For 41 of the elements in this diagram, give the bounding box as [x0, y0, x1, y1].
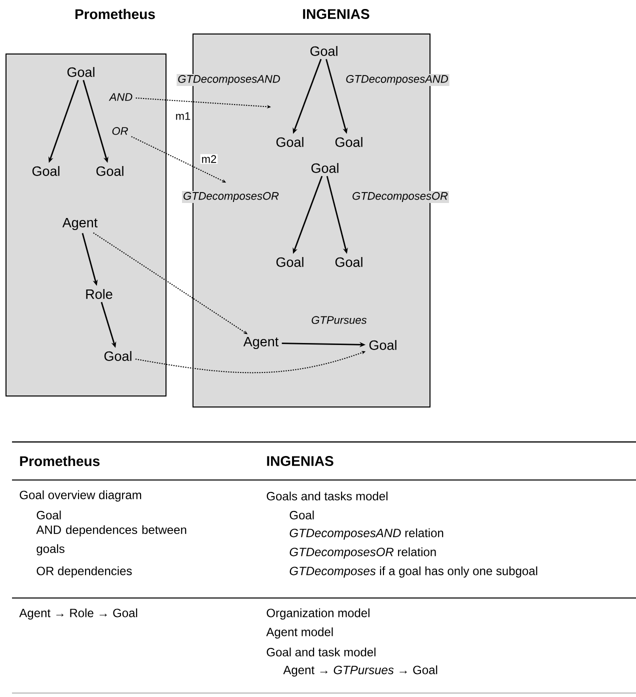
element-label: Role [86, 289, 112, 299]
element-label: Goal [96, 166, 124, 176]
edge-label: GTDecomposesOR [351, 191, 449, 203]
table-text: Goal [36, 510, 61, 520]
panel-title: Prometheus [75, 8, 155, 20]
edge-label: GTDecomposesAND [344, 74, 450, 86]
column-header: INGENIAS [267, 456, 334, 466]
table-text: Goals and tasks model [266, 492, 388, 500]
element-label: Goal [32, 166, 60, 176]
edge-label: m2 [200, 154, 218, 164]
edge-label: m1 [174, 111, 192, 121]
table-text: GTDecomposesOR relation [290, 547, 436, 559]
element-label: Goal [369, 340, 396, 350]
table-text: Agent model [266, 627, 333, 639]
element-label: Agent [243, 336, 279, 350]
table-text: AND dependences between goals [36, 525, 186, 556]
element-label: Goal [104, 351, 132, 361]
element-label: Goal [67, 67, 94, 77]
element-label: Agent [62, 218, 98, 230]
panel-title: INGENIAS [303, 9, 370, 19]
element-label: Goal [276, 257, 304, 267]
table-text: Agent → Role → Goal [19, 608, 138, 620]
element-label: Goal [335, 137, 362, 147]
element-label: AND [108, 93, 132, 101]
element-label: Goal [335, 257, 362, 267]
column-header: Prometheus [20, 456, 100, 466]
element-label: Goal [276, 137, 304, 147]
table-text: GTDecomposes if a goal has only one subgoal [290, 566, 538, 578]
table-text: Goal and task model [266, 648, 376, 656]
table-text: Goal [290, 510, 314, 520]
table-text: Agent → GTPursues → Goal [283, 665, 438, 677]
table-text: OR dependencies [36, 566, 132, 578]
element-label: OR [112, 127, 128, 135]
table-text: Organization model [266, 608, 370, 620]
edge-label: GTDecomposesAND [176, 74, 282, 86]
element-label: Goal [311, 163, 338, 173]
table-text: GTDecomposesAND relation [290, 528, 444, 540]
edge-label: GTDecomposesOR [182, 191, 280, 203]
edge-label: GTPursues [310, 315, 368, 325]
table-text: Goal overview diagram [20, 490, 142, 502]
element-label: Goal [310, 46, 338, 56]
